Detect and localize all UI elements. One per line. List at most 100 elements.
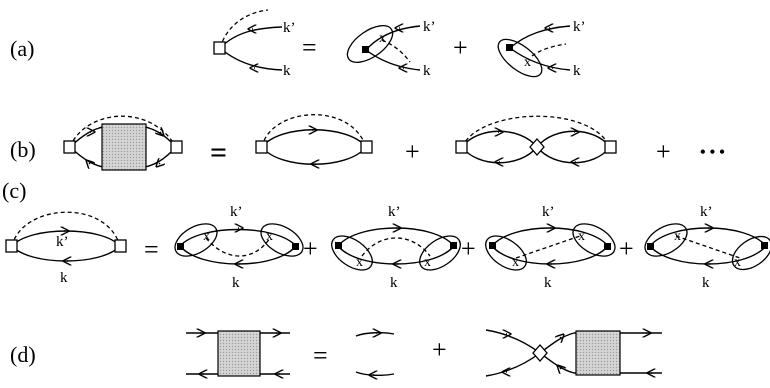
row-c-lhs-kprime-label: k’ [56, 234, 69, 250]
row-b-lhs-right-square [170, 140, 183, 154]
row-d: (d) = + [10, 330, 662, 376]
row-c-term4-kprime-label: k’ [700, 204, 713, 220]
row-c-lhs-dashed-arc [11, 211, 121, 247]
row-b-double-left-square [455, 140, 468, 154]
row-a-term2-black-vertex [506, 44, 513, 51]
row-c-term3-right-ellipse [572, 223, 616, 257]
row-b-lhs [63, 115, 183, 171]
row-b-bubble-dashed-arc [261, 114, 367, 148]
row-c-term1-upper-line [179, 228, 297, 247]
row-b-bubble [255, 114, 373, 165]
row-c-term4-left-vertex [647, 243, 654, 250]
row-c-plus-3: + [619, 234, 634, 263]
row-c-plus-1: + [303, 234, 318, 263]
row-a-term-1: x k’ k [346, 19, 436, 79]
row-b-bubble-lower-line [261, 146, 367, 165]
row-c-equals: = [144, 235, 159, 264]
row-a-term1-k-label: k [423, 63, 431, 79]
row-b-double-left-lower [461, 146, 538, 164]
row-d-int-bottom-left [485, 352, 541, 377]
row-b-bubble-right-square [360, 140, 373, 154]
row-a-term1-x-mark: x [379, 31, 386, 46]
row-c-term-4: x x k’ k [644, 204, 770, 291]
row-c-term-1: x x k’ k [174, 204, 304, 291]
row-b-double-dashed-arc [461, 115, 611, 148]
row-a-term2-ellipse [497, 38, 543, 78]
row-c-term2-right-vertex [450, 242, 457, 249]
row-c-lhs-k-label: k [60, 270, 68, 286]
row-a-lhs-vertex: k’ k [213, 9, 296, 79]
row-b-lhs-shaded-kernel [101, 123, 147, 171]
row-a-term1-lower-line [365, 49, 421, 71]
row-c-term4-k-label: k [702, 275, 710, 291]
row-c-label: (c) [2, 178, 26, 203]
row-d-int-top-left [485, 329, 541, 354]
row-c-term3-lower-line [491, 245, 609, 265]
row-c-term1-right-ellipse [260, 223, 304, 257]
row-b-lhs-dashed-arc [69, 115, 177, 148]
row-b-lhs-arrow-4 [89, 163, 90, 164]
row-c-term4-right-vertex [761, 242, 768, 249]
row-b-bubble-left-square [255, 140, 268, 154]
row-b-double-diamond-vertex [529, 138, 545, 156]
row-d-label: (d) [10, 342, 36, 367]
row-b-ellipsis: • • • [700, 144, 725, 161]
row-a-term2-lower-line [509, 47, 571, 71]
row-a-term1-ellipse [346, 25, 394, 63]
row-d-int-arrow-3 [560, 337, 561, 338]
row-d-plus: + [432, 335, 447, 364]
row-c-term2-left-vertex [335, 242, 342, 249]
row-c-lhs-left-square [5, 239, 18, 253]
row-c-lhs: k’ k [5, 211, 127, 286]
row-d-lhs [186, 331, 290, 376]
row-c-term3-left-ellipse [485, 235, 527, 271]
row-b-equals: = [210, 136, 227, 169]
row-a-plus: + [453, 33, 468, 62]
row-c-term3-k-label: k [544, 275, 552, 291]
row-c-term1-x-left: x [203, 229, 210, 244]
row-b-lhs-left-square [63, 140, 76, 154]
row-a-lhs-outgoing-line [219, 26, 283, 49]
row-a-equals: = [302, 33, 317, 62]
row-c-term4-right-ellipse [731, 235, 770, 271]
row-c-term3-kprime-label: k’ [542, 204, 555, 220]
row-d-interaction-term [485, 329, 662, 377]
row-d-free-bottom-line [355, 371, 395, 377]
row-d-equals: = [313, 341, 328, 370]
row-b-double-right-lower [536, 146, 611, 164]
row-a: (a) k’ k = x k’ k + [10, 9, 586, 79]
row-c-term1-left-vertex [177, 243, 184, 250]
row-c-term2-x-left: x [356, 255, 363, 270]
row-c-term1-kprime-label: k’ [230, 204, 243, 220]
row-b-double-right-square [604, 140, 617, 154]
row-c-term3-dashed-line [515, 235, 581, 259]
row-c-term3-x-left: x [512, 255, 519, 270]
row-a-term1-upper-line [365, 25, 421, 51]
row-c-term1-left-ellipse [174, 223, 218, 257]
row-a-lhs-incoming-line [219, 47, 283, 71]
row-c-term1-k-label: k [232, 275, 240, 291]
row-a-label: (a) [10, 36, 34, 61]
row-c-term2-upper-line [337, 227, 455, 247]
row-c-term2-right-ellipse [419, 235, 461, 271]
row-c: (c) k’ k = x x k’ k [2, 178, 770, 291]
row-c-lhs-right-square [114, 239, 127, 253]
row-c-term2-left-ellipse [331, 235, 373, 271]
row-a-lhs-dashed-line [219, 9, 269, 49]
row-a-lhs-k-label: k [283, 63, 291, 79]
row-a-term2-dashed-line [531, 43, 567, 57]
row-d-free-pair [355, 333, 395, 377]
row-c-term1-right-vertex [292, 243, 299, 250]
row-c-term3-right-vertex [604, 243, 611, 250]
row-d-int-shaded-kernel [575, 330, 621, 376]
row-a-term1-black-vertex [362, 46, 369, 53]
row-c-term3-x-right: x [578, 229, 585, 244]
row-b-plus-1: + [405, 137, 420, 166]
row-c-term2-k-label: k [390, 275, 398, 291]
row-a-term1-kprime-label: k’ [423, 19, 436, 35]
row-b-plus-2: + [656, 137, 671, 166]
row-a-term2-k-label: k [573, 63, 581, 79]
row-b-lhs-arrow-2 [160, 132, 161, 133]
row-c-term2-kprime-label: k’ [388, 204, 401, 220]
